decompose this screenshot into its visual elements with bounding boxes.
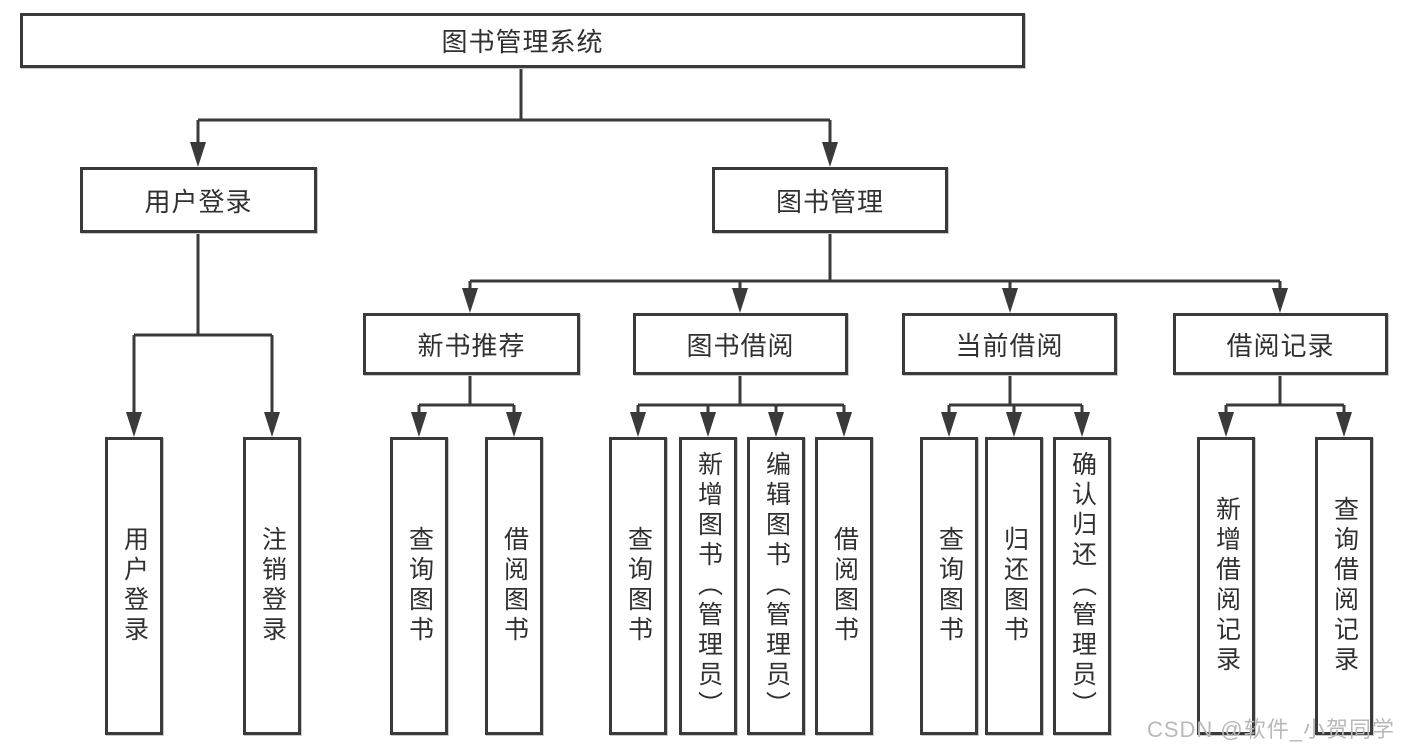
edge-records-to-leaves <box>1224 375 1346 416</box>
node-current-borrow: 当前借阅 <box>902 313 1117 375</box>
leaf-current-return-books: 归还图书 <box>985 437 1043 735</box>
leaf-current-query-books: 查询图书 <box>920 437 978 735</box>
csdn-watermark: CSDN @软件_小贺同学 <box>1146 717 1395 742</box>
leaf-borrow-query-books: 查询图书 <box>609 437 667 735</box>
edge-recommend-to-leaves <box>417 375 516 416</box>
leaf-recommend-query-books: 查询图书 <box>390 437 448 735</box>
node-user-login: 用户登录 <box>80 167 317 233</box>
leaf-borrow-edit-books-admin: 编辑图书（管理员） <box>747 437 805 735</box>
leaf-current-confirm-return-admin: 确认归还（管理员） <box>1053 437 1111 735</box>
leaf-records-add-record: 新增借阅记录 <box>1197 437 1255 735</box>
edge-root-to-level2 <box>196 68 832 146</box>
arrowheads <box>126 142 1352 437</box>
node-borrow-records: 借阅记录 <box>1173 313 1388 375</box>
edge-borrow-to-leaves <box>636 375 846 416</box>
leaf-borrow-add-books-admin: 新增图书（管理员） <box>679 437 737 735</box>
node-book-management: 图书管理 <box>712 167 948 233</box>
node-book-borrow: 图书借阅 <box>633 313 848 375</box>
leaf-borrow-borrow-books: 借阅图书 <box>815 437 873 735</box>
node-new-book-recommend: 新书推荐 <box>363 313 580 375</box>
edge-login-to-leaves <box>132 233 274 416</box>
edge-current-to-leaves <box>947 375 1084 416</box>
leaf-logout: 注销登录 <box>243 437 301 735</box>
leaf-records-query-record: 查询借阅记录 <box>1315 437 1373 735</box>
leaf-recommend-borrow-books: 借阅图书 <box>485 437 543 735</box>
node-root: 图书管理系统 <box>20 13 1025 68</box>
edge-management-to-level3 <box>468 233 1282 292</box>
leaf-user-login: 用户登录 <box>105 437 163 735</box>
